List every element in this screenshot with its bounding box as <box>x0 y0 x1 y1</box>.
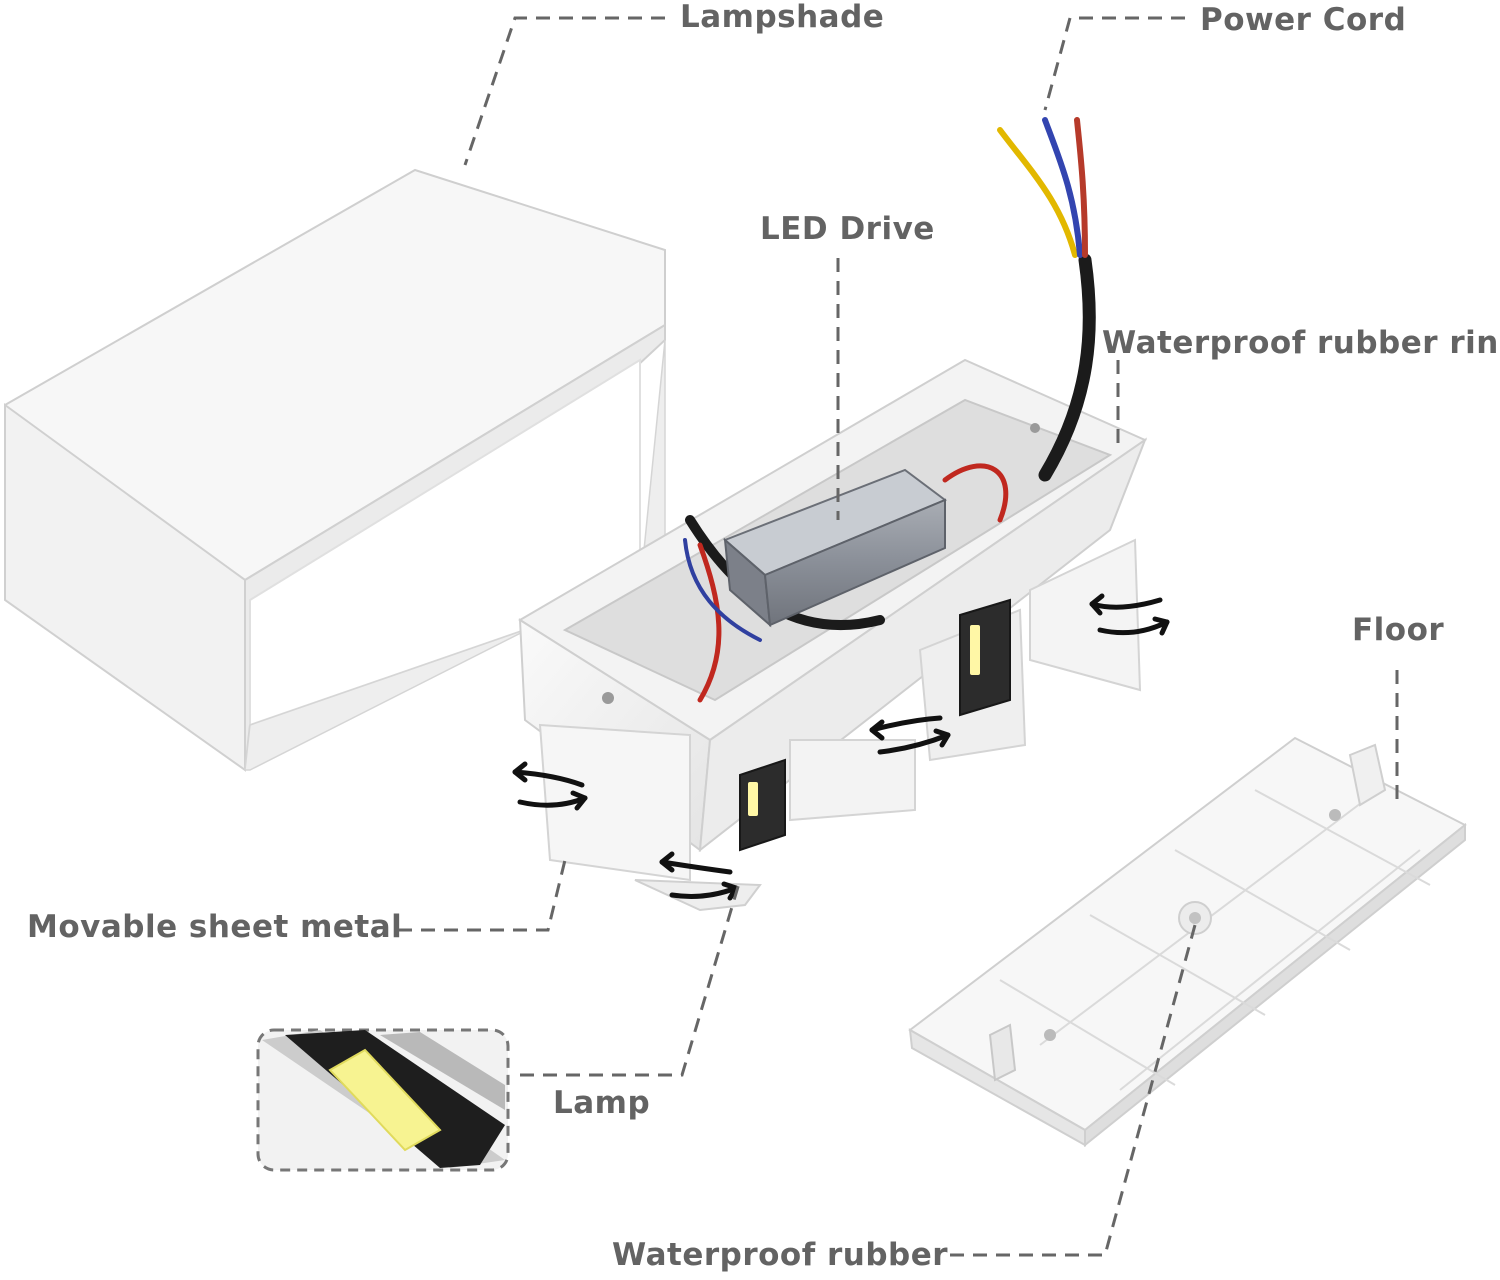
lampshade-part <box>4 168 666 772</box>
label-lamp: Lamp <box>553 1085 651 1121</box>
label-waterproof-rubber-ring: Waterproof rubber ring <box>1102 325 1500 361</box>
label-waterproof-rubber: Waterproof rubber <box>612 1237 949 1273</box>
rotation-arrows <box>512 593 1170 901</box>
lamp-zoom-inset <box>256 1028 510 1172</box>
floor-part <box>908 736 1467 1148</box>
label-floor: Floor <box>1352 612 1445 648</box>
label-led-drive: LED Drive <box>760 211 935 247</box>
leader-lines <box>398 16 1399 1257</box>
lamp-modules <box>739 598 1011 852</box>
label-movable-sheet-metal: Movable sheet metal <box>27 909 403 945</box>
label-power-cord: Power Cord <box>1200 2 1407 38</box>
label-lampshade: Lampshade <box>680 0 885 35</box>
led-driver-part <box>723 468 947 628</box>
